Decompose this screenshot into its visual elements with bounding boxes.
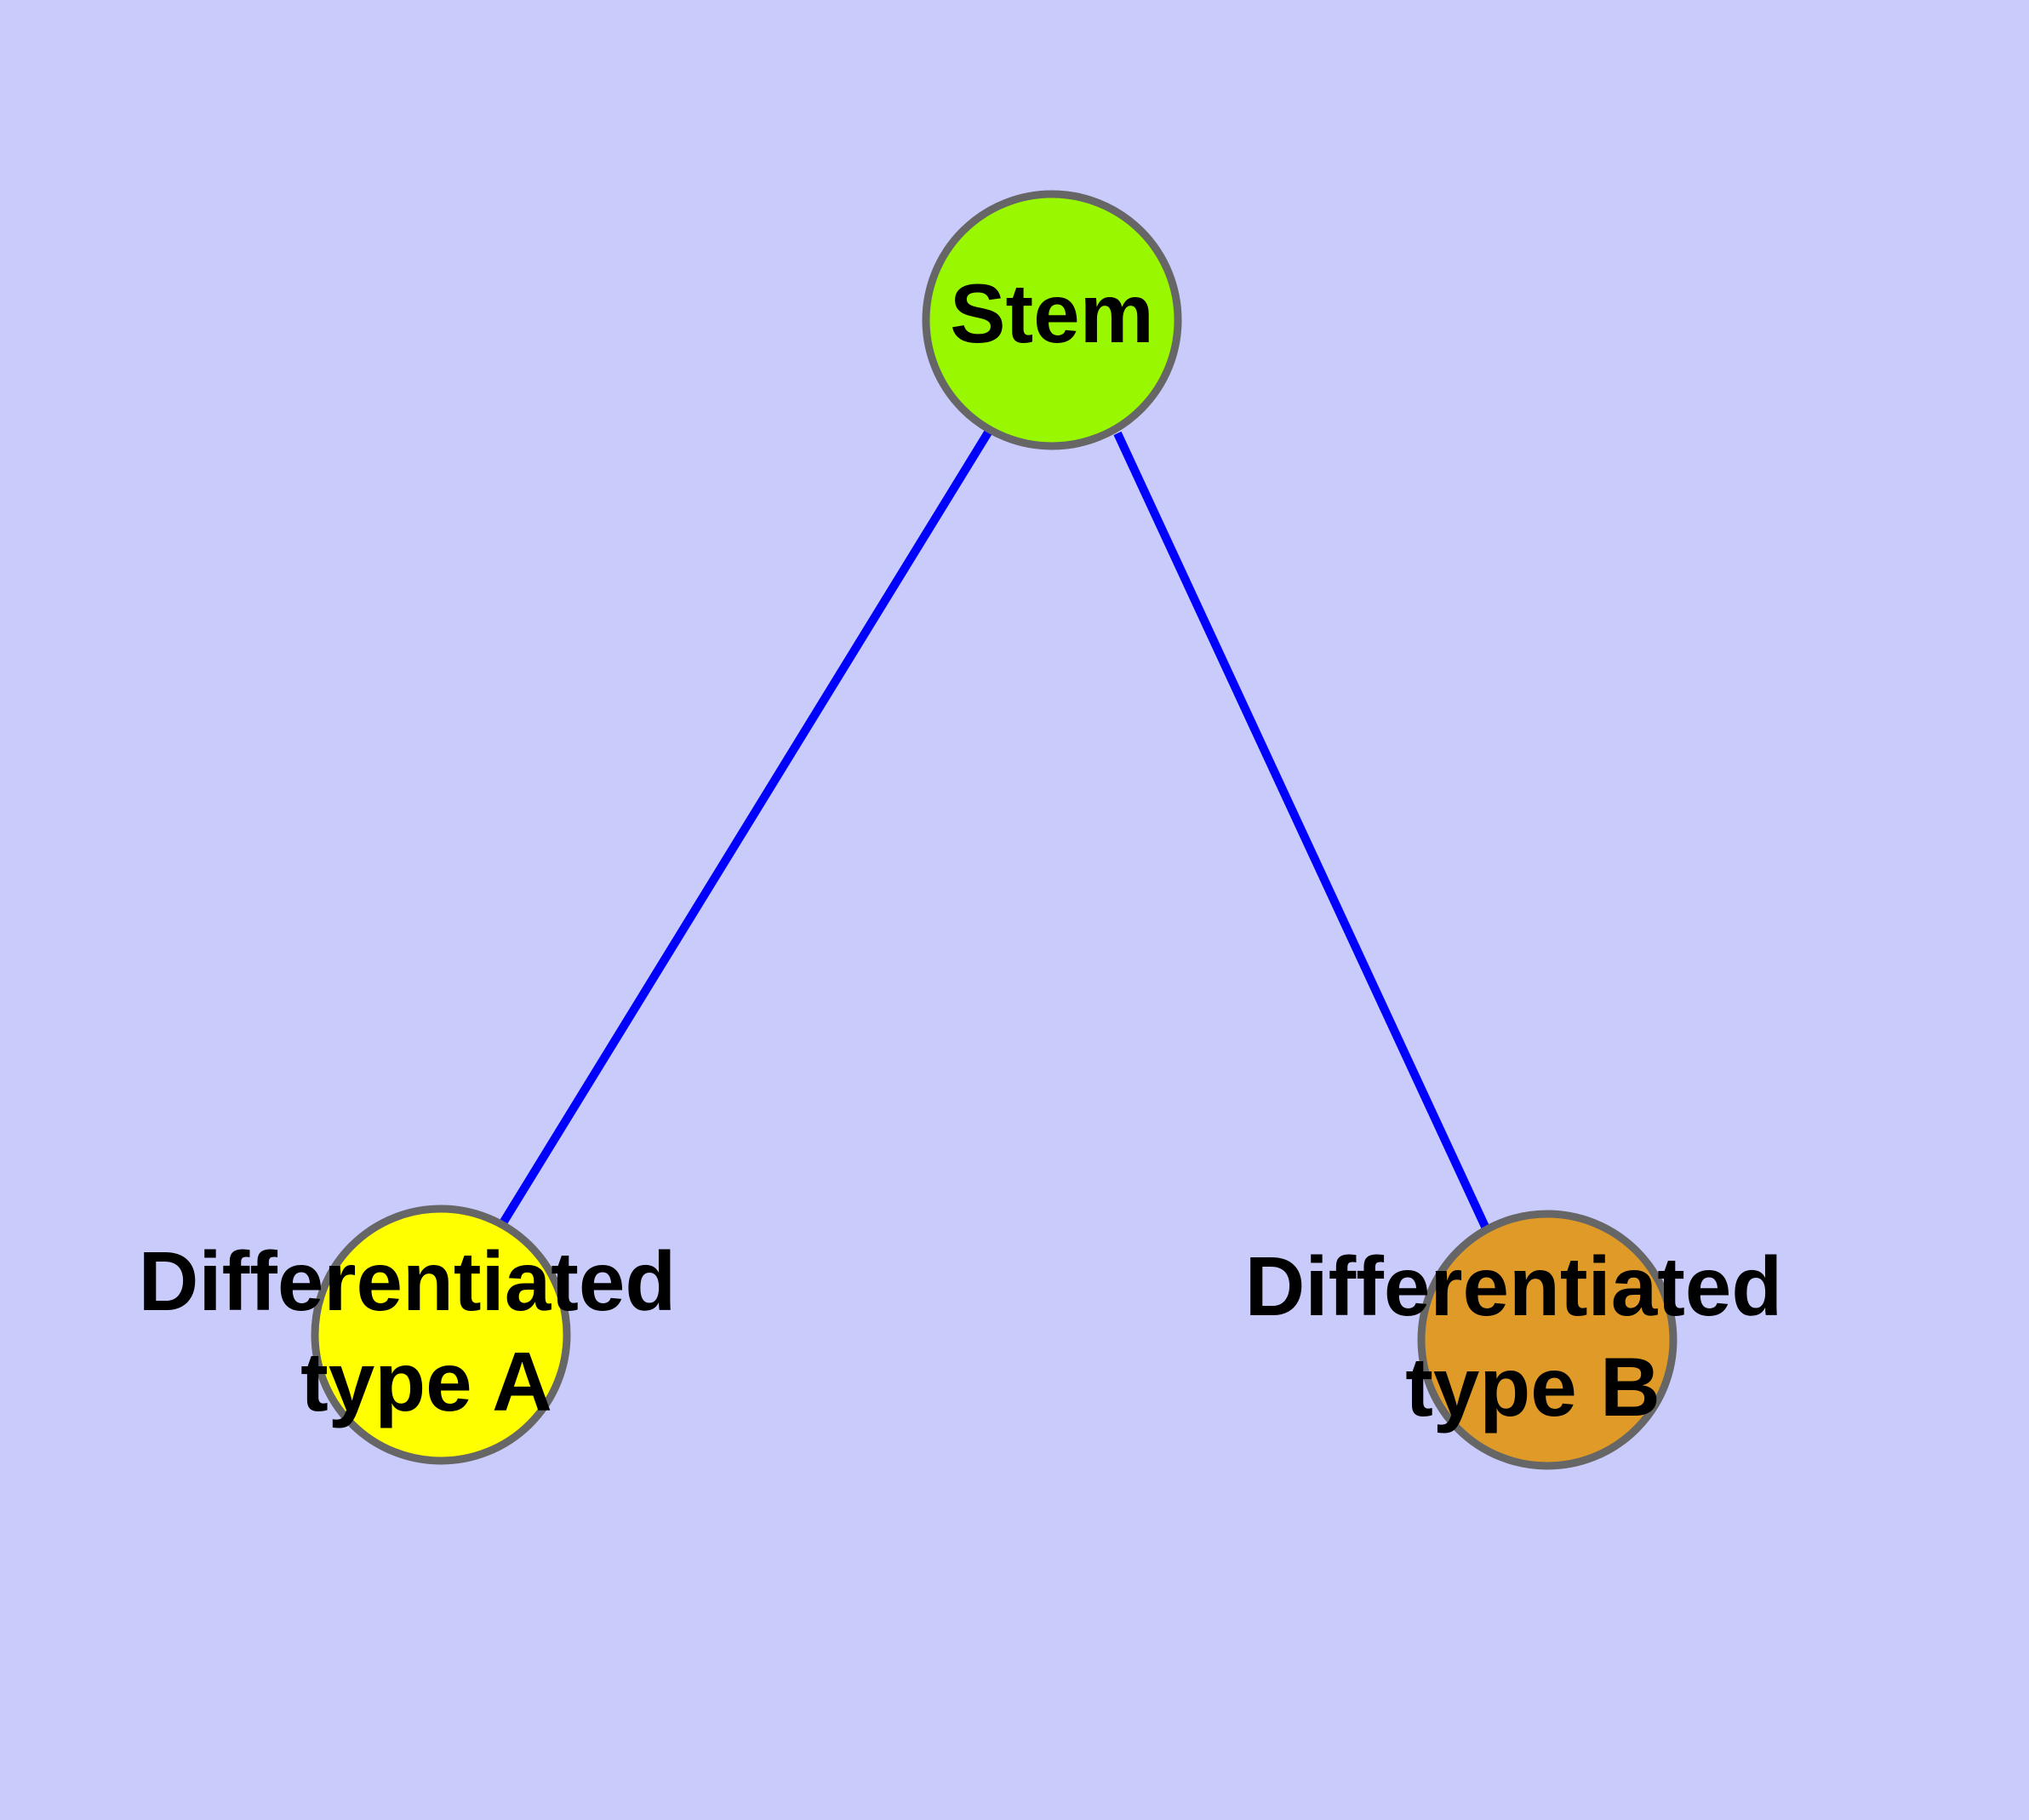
- node-stem-label-line-1: Stem: [950, 266, 1154, 360]
- edge-stem-to-diff-b[interactable]: [1113, 431, 1489, 1229]
- node-diff-a-label: Differentiated type A: [139, 1234, 700, 1428]
- node-stem-label: Stem: [950, 266, 1154, 360]
- node-diff-b-label-line-1: Differentiated: [1245, 1239, 1783, 1333]
- node-diff-a-label-line-1: Differentiated: [139, 1234, 677, 1328]
- node-stem[interactable]: Stem: [922, 190, 1182, 450]
- node-diff-b-label-line-2: type B: [1405, 1340, 1660, 1434]
- node-diff-a-label-line-2: type A: [300, 1335, 552, 1428]
- edge-layer: [500, 430, 1489, 1229]
- node-diff-b[interactable]: Differentiated type B: [1245, 1210, 1806, 1470]
- node-diff-b-label: Differentiated type B: [1245, 1239, 1806, 1434]
- node-diff-b-circle[interactable]: [1417, 1210, 1677, 1470]
- node-stem-circle[interactable]: [922, 190, 1182, 450]
- edge-stem-to-diff-a[interactable]: [500, 430, 992, 1224]
- node-diff-a[interactable]: Differentiated type A: [139, 1205, 700, 1465]
- node-diff-a-circle[interactable]: [311, 1205, 571, 1465]
- node-layer: Stem Differentiated type A Differentiate…: [139, 190, 1806, 1470]
